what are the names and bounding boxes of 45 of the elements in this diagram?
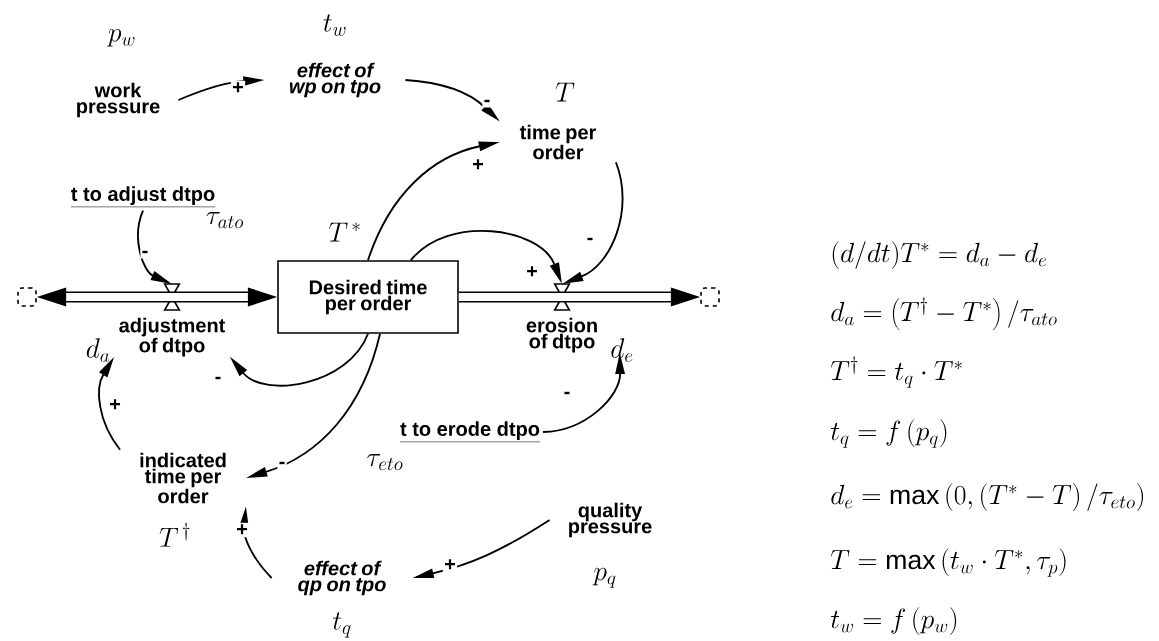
equation: $T=\max\left(t_{w}\cdot T^{*},\tau_{p}\right)$	[830, 548, 1066, 577]
variable-label: effect of wp on tpo	[289, 62, 381, 98]
equation: $d_{a}=\left(T^{\dagger}-T^{*}\right)/\tau_{ato}$	[831, 297, 1057, 331]
variable-label: time per order	[519, 124, 597, 160]
cloud-symbol	[17, 287, 37, 307]
equation: $T^{\dagger}=t_{q}\cdot T^{*}$	[830, 356, 962, 388]
variable-label: effect of qp on tpo	[298, 560, 386, 596]
variable-symbol: $t_{q}$	[332, 612, 351, 638]
variable-symbol: $p_{q}$	[592, 567, 616, 588]
equation: $(d/dt)T^{*}=d_{a}-d_{e}$	[832, 241, 1047, 269]
edge-label: -	[213, 375, 223, 385]
variable-symbol: $p_{w}$	[107, 29, 135, 47]
variable-label: indicated time per order	[140, 452, 226, 504]
node-label: adjustment of dtpo	[119, 317, 226, 357]
edge-label: +	[524, 264, 540, 280]
edge-label: +	[234, 522, 250, 538]
variable-label: work pressure	[77, 82, 160, 118]
variable-symbol: $T^{\,\dagger}$	[159, 523, 190, 547]
variable-symbol: $\tau_{eto}$	[367, 453, 403, 471]
edge-label: -	[140, 249, 150, 259]
variable-symbol: $t_{w}$	[323, 14, 346, 36]
flow-valve: erosion of dtpo	[526, 283, 597, 353]
equation: $d_{e}=\max\left(0,\left(T^{*}-T\right)/\tau_{eto}\right)$	[831, 483, 1144, 511]
equation: $t_{q}=f\left(p_{q}\right)$	[830, 419, 947, 448]
edge-label: +	[107, 397, 123, 413]
constant-label: t to erode dtpo	[399, 421, 541, 443]
variable-symbol: $T$	[555, 82, 575, 102]
edge-label: -	[482, 98, 492, 108]
node-label: erosion of dtpo	[526, 317, 597, 353]
edge-label: +	[470, 157, 486, 173]
edge-label: -	[562, 390, 572, 400]
constant-label: t to adjust dtpo	[70, 186, 216, 208]
flow-valve: adjustment of dtpo	[119, 283, 226, 357]
edge-label: +	[230, 80, 246, 96]
edge-label: -	[585, 236, 595, 246]
stock-box: Desired time per order	[277, 260, 459, 334]
edge-label: +	[442, 557, 458, 573]
variable-symbol: $d_{e}$	[611, 338, 633, 362]
edge-label: -	[277, 460, 287, 470]
variable-symbol: $T^{\,*}$	[329, 222, 360, 242]
variable-symbol: $\tau_{ato}$	[206, 211, 244, 229]
cloud-symbol	[700, 287, 720, 307]
variable-label: quality pressure	[569, 502, 652, 538]
equation: $t_{w}=f\left(p_{w}\right)$	[830, 607, 957, 635]
variable-symbol: $d_{a}$	[86, 338, 110, 362]
